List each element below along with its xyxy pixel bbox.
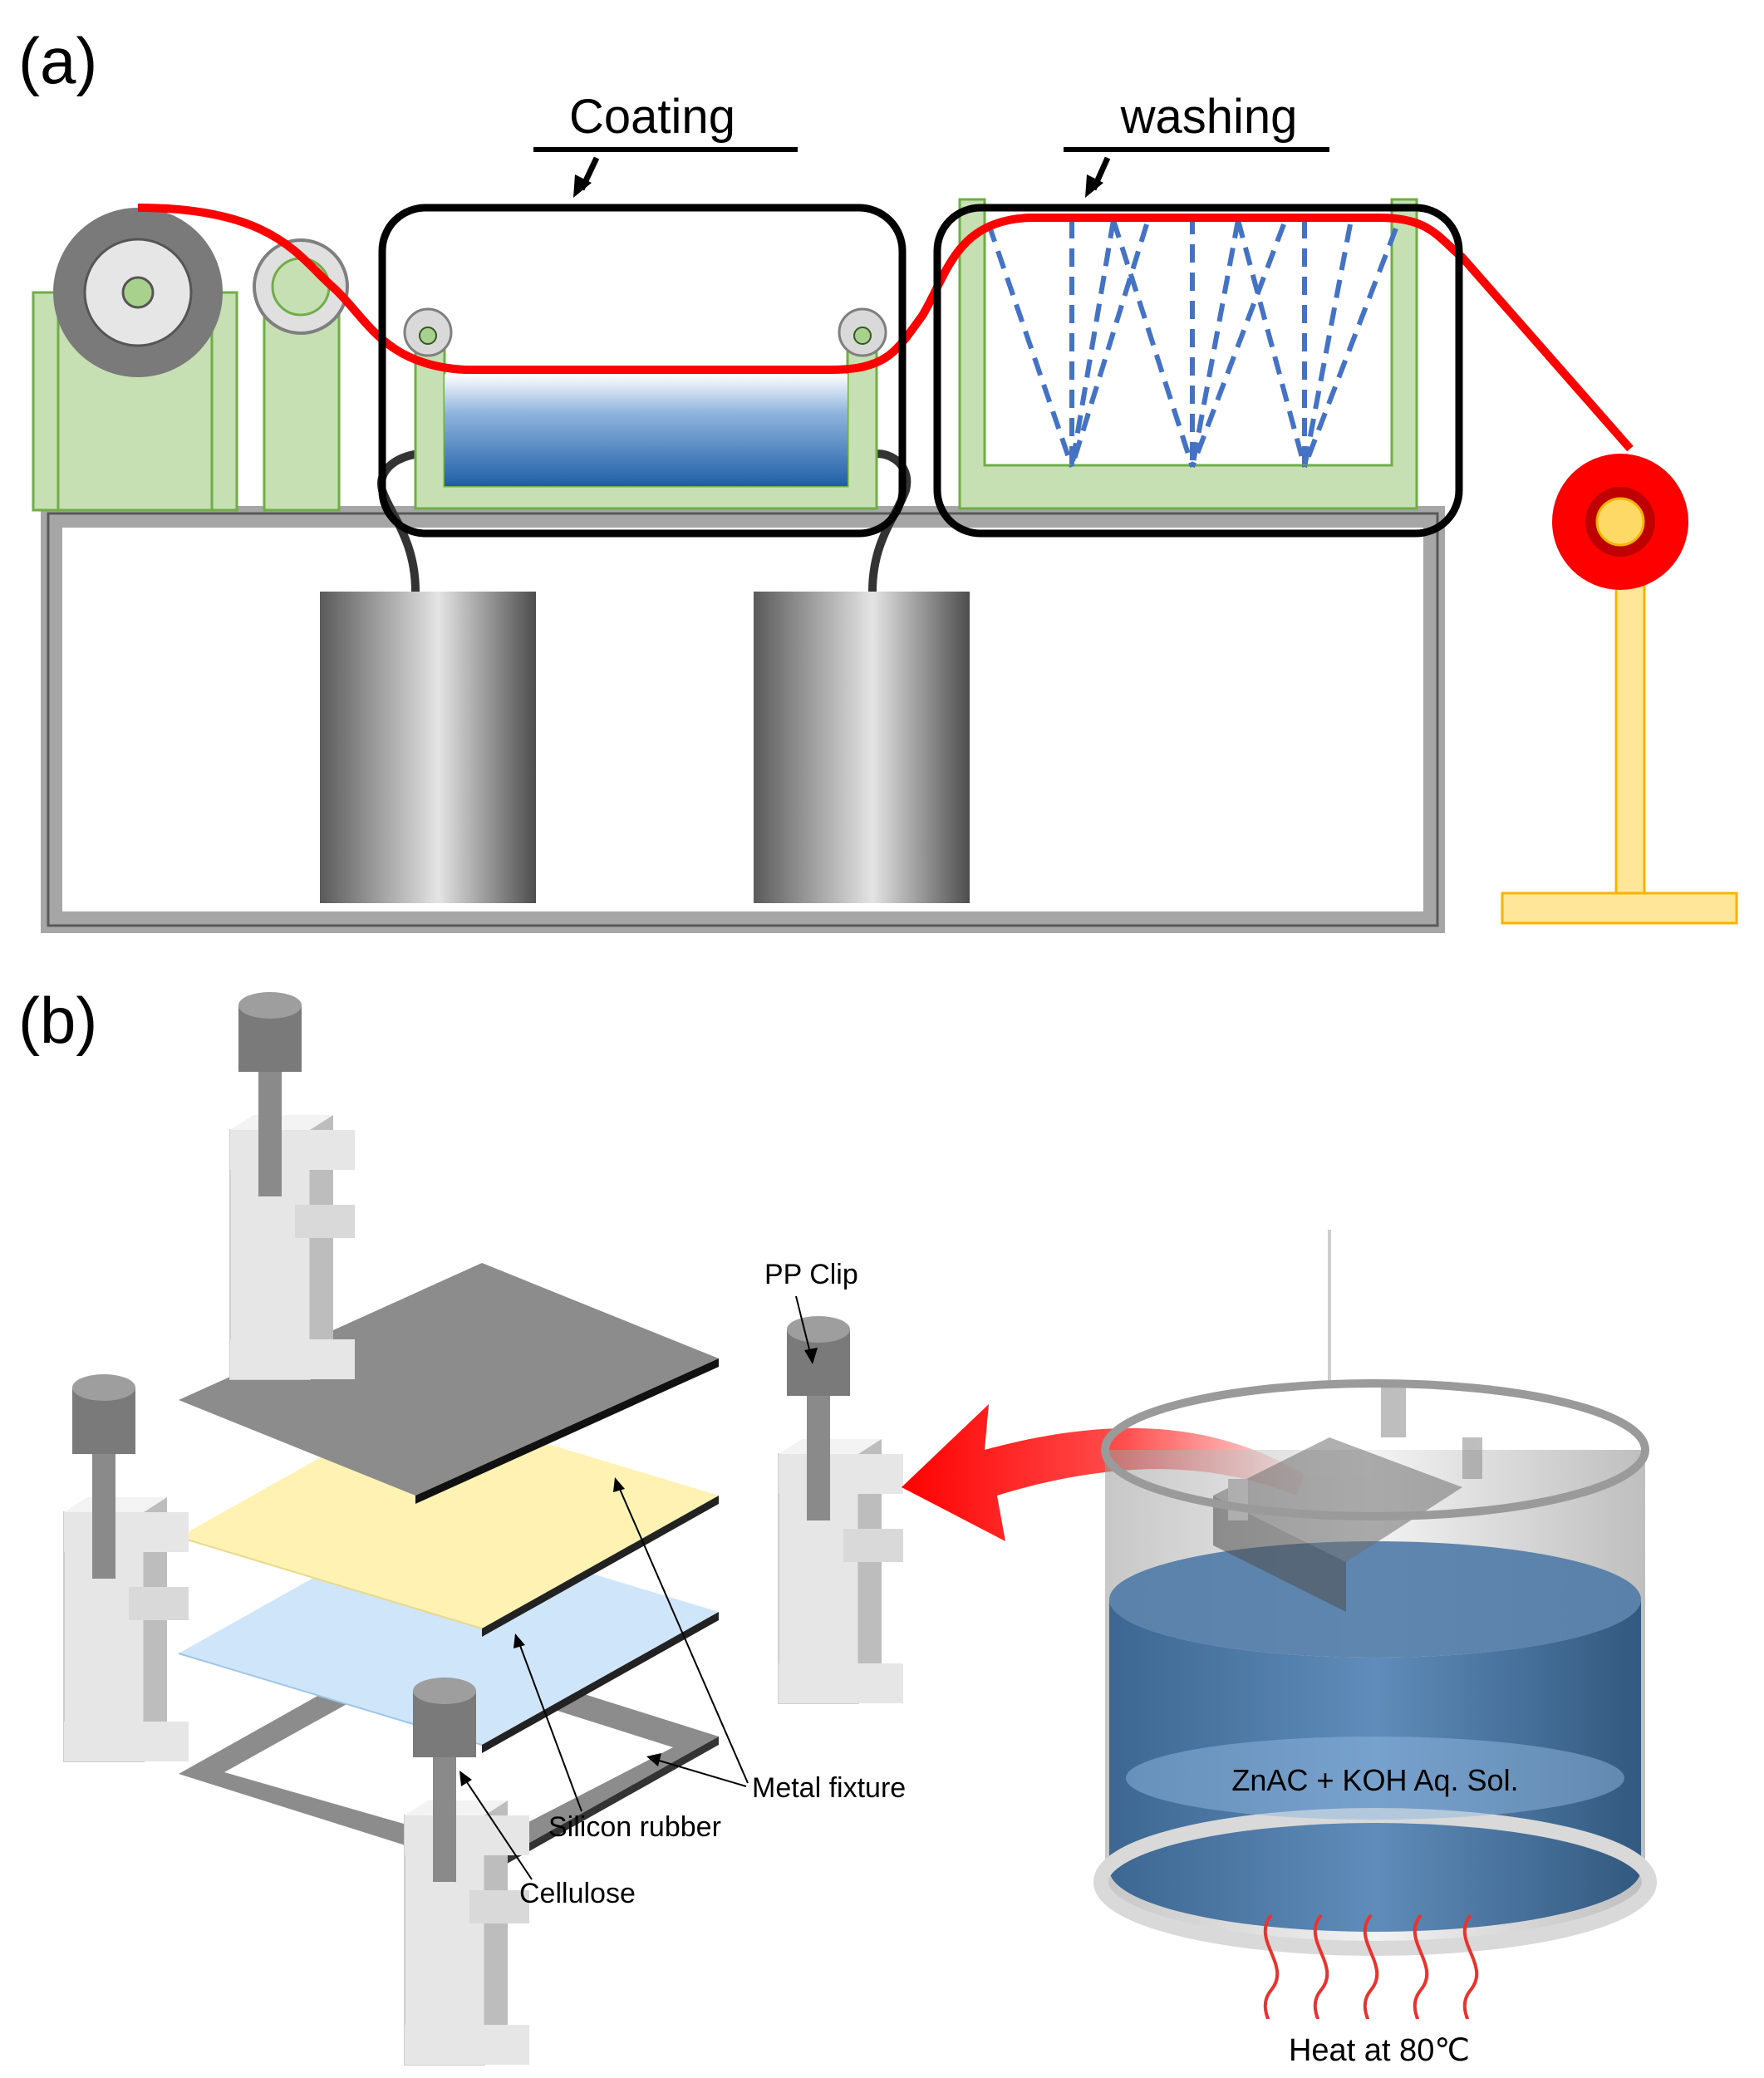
metal-plate-top bbox=[179, 1263, 719, 1504]
panel-a-label: (a) bbox=[18, 24, 97, 97]
pp-clip-top-left bbox=[229, 991, 356, 1380]
coating-bath bbox=[445, 374, 848, 486]
machine-table-frame bbox=[41, 506, 1445, 933]
beaker bbox=[1093, 1230, 1657, 1956]
weight-cylinder-left bbox=[320, 592, 536, 903]
pp-clip-left bbox=[63, 1373, 189, 1762]
silicon-rubber-label: Silicon rubber bbox=[548, 1811, 721, 1843]
washing-tank bbox=[958, 198, 1418, 510]
solution-label: ZnAC + KOH Aq. Sol. bbox=[1231, 1763, 1518, 1797]
winder-stand bbox=[1614, 572, 1646, 895]
pp-clip-label: PP Clip bbox=[764, 1259, 858, 1290]
heat-label: Heat at 80℃ bbox=[1289, 2033, 1470, 2068]
washing-label: washing bbox=[1120, 90, 1298, 144]
spray-lines bbox=[986, 216, 1398, 469]
film-path bbox=[137, 204, 1634, 452]
transfer-arrow bbox=[902, 1404, 1305, 1541]
coating-section-box bbox=[378, 204, 907, 538]
cellulose-label: Cellulose bbox=[519, 1878, 636, 1909]
guide-stand bbox=[263, 291, 341, 512]
silicon-rubber-layer bbox=[178, 1404, 719, 1637]
washing-section-box bbox=[933, 204, 1463, 538]
weight-cylinder-right bbox=[754, 592, 970, 903]
pp-clip-right bbox=[778, 1315, 904, 1704]
coating-label: Coating bbox=[569, 90, 735, 144]
panel-b-label: (b) bbox=[18, 984, 97, 1057]
metal-fixture-label: Metal fixture bbox=[752, 1772, 906, 1804]
